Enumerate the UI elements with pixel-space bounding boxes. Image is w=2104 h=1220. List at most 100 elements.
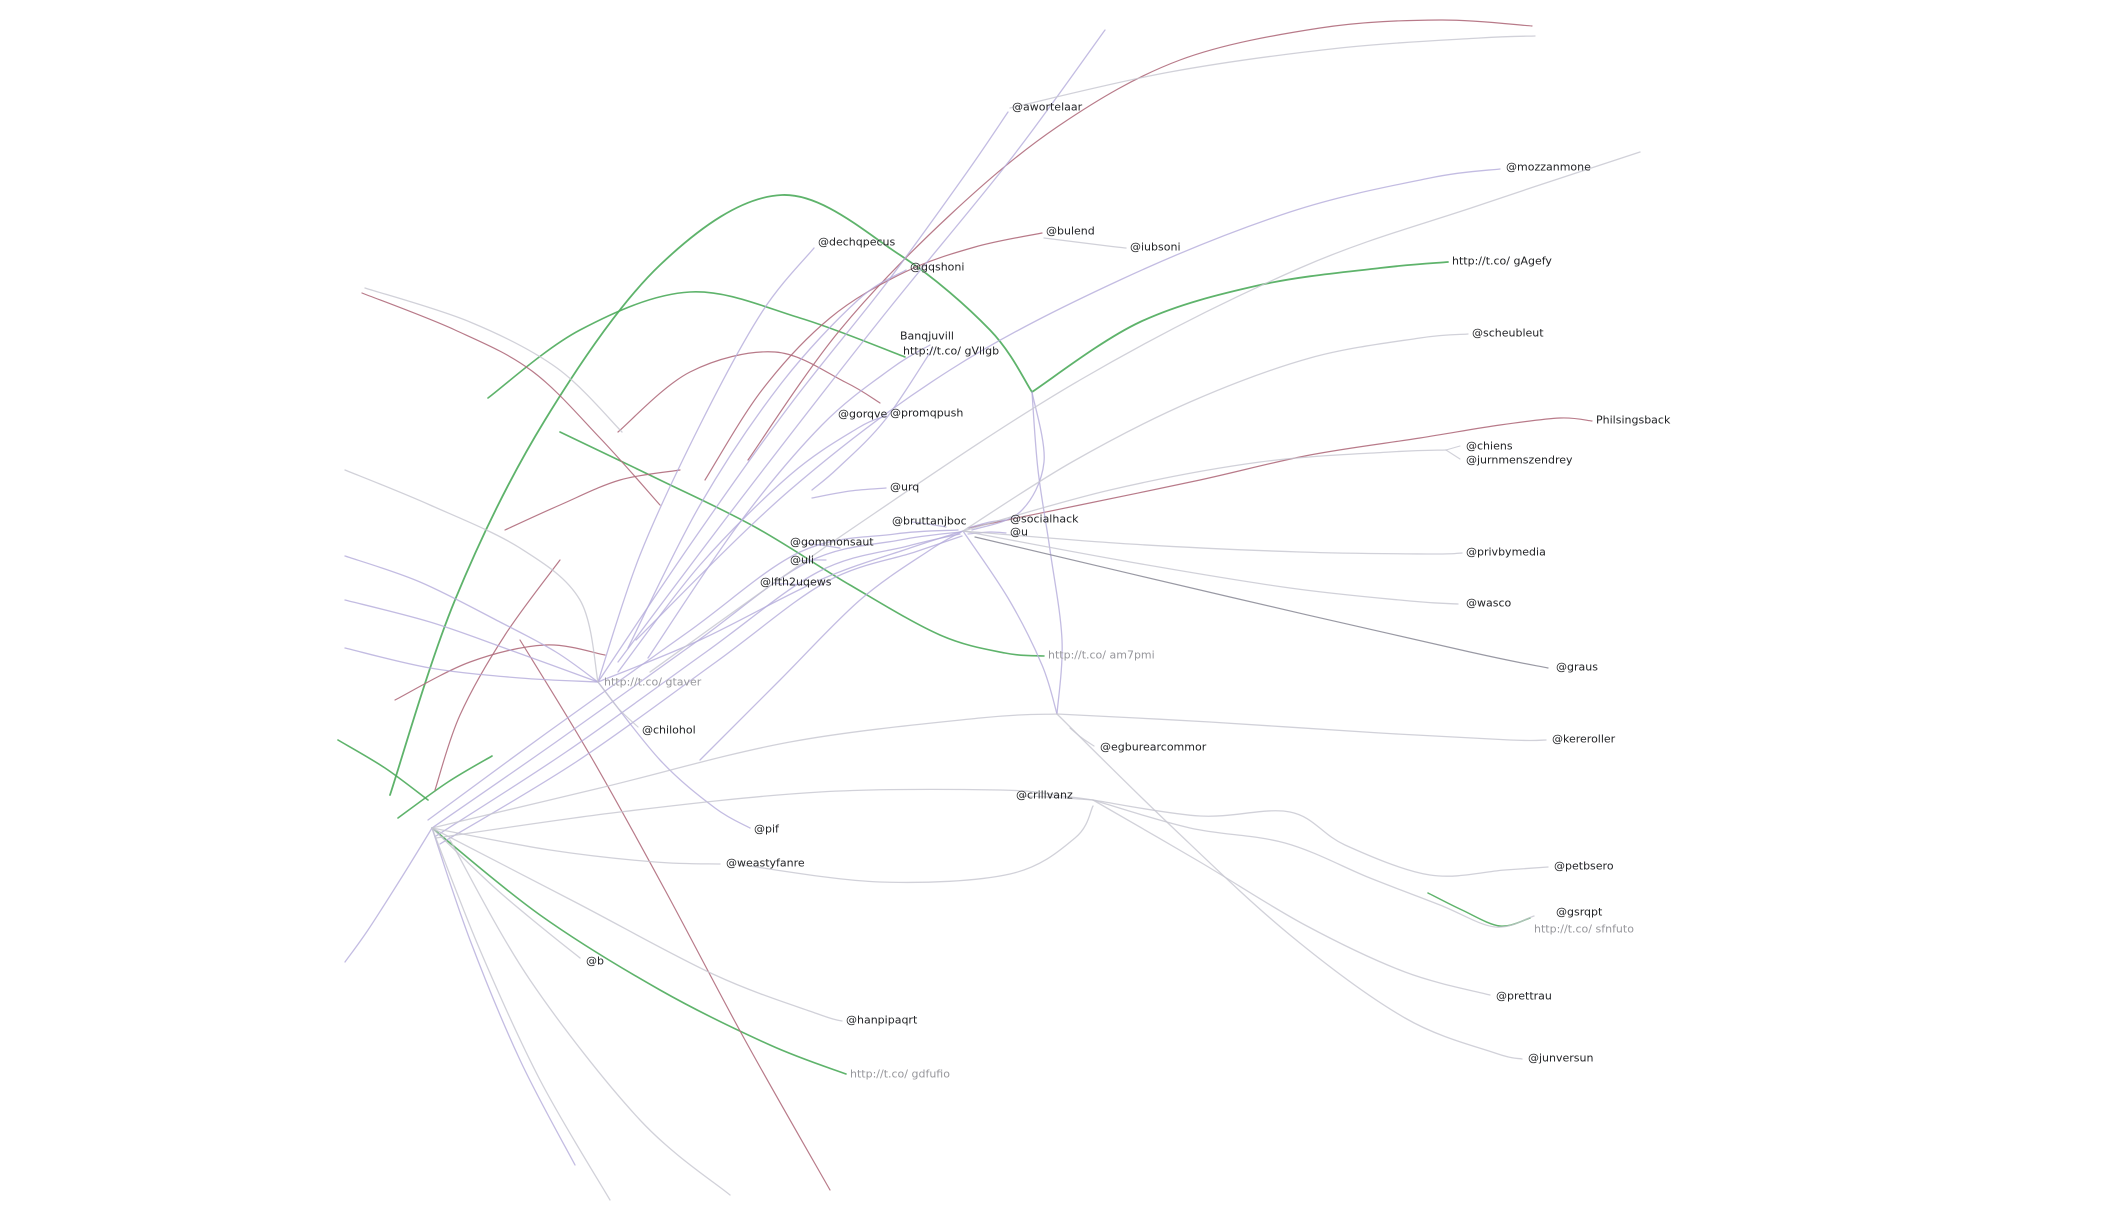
- graph-edge-green: [389, 194, 1033, 796]
- graph-edge-lavender: [597, 247, 815, 683]
- node-label-prettrau[interactable]: @prettrau: [1496, 989, 1552, 1003]
- graph-edge-gray: [962, 449, 1447, 532]
- graph-edge-lavender: [811, 347, 934, 491]
- graph-edge-gray: [1445, 445, 1461, 451]
- graph-edge-green: [397, 755, 493, 819]
- node-label-b[interactable]: @b: [586, 954, 604, 968]
- graph-edge-gray: [1069, 727, 1095, 747]
- node-label-gqshoni[interactable]: @gqshoni: [910, 260, 965, 274]
- graph-edge-lavender: [799, 559, 827, 562]
- graph-edge-green: [487, 291, 906, 399]
- node-label-wasco[interactable]: @wasco: [1466, 596, 1512, 610]
- node-label-gorqve[interactable]: @gorqve: [838, 407, 888, 421]
- graph-edge-lavender: [805, 542, 841, 549]
- graph-edge-gray: [431, 827, 721, 865]
- graph-edge-red: [617, 351, 881, 433]
- graph-edge-lavender: [699, 530, 964, 761]
- graph-edge-gray: [431, 827, 843, 1022]
- graph-edge-gray: [1092, 799, 1491, 996]
- node-label-iubsoni[interactable]: @iubsoni: [1130, 240, 1181, 254]
- node-label-u[interactable]: @u: [1010, 525, 1028, 539]
- graph-edge-lavender: [627, 269, 907, 649]
- graph-edge-lavender: [435, 533, 961, 837]
- node-label-philsingsback[interactable]: Philsingsback: [1596, 413, 1671, 427]
- node-label-promqpush[interactable]: @promqpush: [890, 406, 964, 420]
- graph-edge-lavender: [344, 647, 599, 683]
- node-label-hanpipaqrt[interactable]: @hanpipaqrt: [846, 1013, 918, 1027]
- node-label-petbsero[interactable]: @petbsero: [1554, 859, 1614, 873]
- graph-edge-lavender: [617, 415, 887, 673]
- graph-edge-green: [431, 827, 847, 1075]
- node-label-http-gtaver[interactable]: http://t.co/ gtaver: [604, 675, 702, 689]
- node-label-chilohol[interactable]: @chilohol: [642, 723, 696, 737]
- node-label-crillvanz[interactable]: @crillvanz: [1016, 788, 1073, 802]
- node-label-lfth2uqews[interactable]: @lfth2uqews: [760, 575, 832, 589]
- graph-edge-green: [1427, 892, 1531, 927]
- graph-edge-lavender: [344, 827, 433, 963]
- node-label-pif[interactable]: @pif: [754, 822, 779, 836]
- graph-edge-gray: [1092, 799, 1535, 928]
- node-label-banq-http[interactable]: http://t.co/ gVllgb: [903, 344, 1000, 358]
- graph-edge-lavender: [597, 111, 1009, 683]
- graph-edge-red: [434, 559, 561, 791]
- graph-edge-red: [967, 417, 1593, 529]
- node-label-kereroller[interactable]: @kereroller: [1552, 732, 1616, 746]
- graph-edge-lavender: [597, 530, 964, 683]
- graph-edge-lavender: [771, 582, 807, 586]
- node-label-jurnmens[interactable]: @jurnmenszendrey: [1466, 453, 1573, 467]
- graph-edge-gray: [449, 839, 731, 1196]
- node-label-egburearcommor[interactable]: @egburearcommor: [1100, 740, 1207, 754]
- node-label-graus[interactable]: @graus: [1556, 660, 1598, 674]
- node-label-junversun[interactable]: @junversun: [1528, 1051, 1594, 1065]
- graph-edge-gray: [962, 333, 1469, 532]
- node-label-chiens[interactable]: @chiens: [1466, 439, 1513, 453]
- node-label-gommonsaut[interactable]: @gommonsaut: [790, 535, 874, 549]
- graph-edge-lavender: [617, 29, 1106, 663]
- node-label-weastyfanre[interactable]: @weastyfanre: [726, 856, 805, 870]
- node-label-http-am7pmi[interactable]: http://t.co/ am7pmi: [1048, 648, 1155, 662]
- node-label-bulend[interactable]: @bulend: [1046, 224, 1095, 238]
- graph-edge-gray: [1009, 35, 1536, 109]
- graph-edge-red: [519, 639, 831, 1191]
- graph-edge-gray: [1445, 449, 1461, 460]
- graph-edge-red: [747, 19, 1533, 461]
- graph-edge-gray: [431, 827, 611, 1201]
- node-label-http-gdfufio[interactable]: http://t.co/ gdfufio: [850, 1067, 950, 1081]
- graph-edge-lavender: [911, 521, 947, 528]
- graph-edge-darkgray: [974, 536, 1549, 669]
- node-label-gsrqpt[interactable]: @gsrqpt: [1556, 905, 1603, 919]
- graph-edge-gray: [1021, 795, 1094, 801]
- graph-edge-gray: [364, 287, 623, 433]
- node-label-mozzanmone[interactable]: @mozzanmone: [1506, 160, 1591, 174]
- graph-edge-green: [559, 431, 1045, 657]
- graph-edge-lavender: [647, 344, 931, 659]
- node-label-urq[interactable]: @urq: [890, 480, 920, 494]
- node-label-awortelaar[interactable]: @awortelaar: [1012, 100, 1083, 114]
- node-label-bruttanjboc[interactable]: @bruttanjboc: [892, 514, 967, 528]
- graph-edge-lavender: [811, 487, 887, 499]
- graph-edge-gray: [435, 788, 1094, 839]
- node-label-privbymedia[interactable]: @privbymedia: [1466, 545, 1546, 559]
- node-label-uli[interactable]: @uli: [790, 553, 815, 567]
- graph-edge-gray: [649, 151, 1641, 673]
- node-label-http-sfnfuto[interactable]: http://t.co/ sfnfuto: [1534, 922, 1634, 936]
- graph-edge-gray: [1043, 237, 1127, 249]
- graph-edge-lavender: [431, 827, 576, 1166]
- graph-edge-gray: [1056, 713, 1523, 1060]
- graph-edge-gray: [962, 530, 1459, 605]
- graph-edge-lavender: [635, 168, 1501, 641]
- graph-edge-lavender: [967, 519, 1007, 529]
- node-label-banqjuvill[interactable]: Banqjuvill: [900, 329, 954, 343]
- graph-edge-lavender: [439, 535, 963, 845]
- graph-edge-red: [504, 469, 681, 531]
- graph-edge-gray: [344, 469, 599, 683]
- node-label-dechqpecus[interactable]: @dechqpecus: [818, 235, 896, 249]
- graph-edge-gray: [741, 805, 1094, 884]
- graph-edge-gray: [431, 713, 1058, 829]
- node-label-scheubleut[interactable]: @scheubleut: [1472, 326, 1544, 340]
- node-label-http-gagefy[interactable]: http://t.co/ gAgefy: [1452, 254, 1552, 268]
- node-label-socialhack[interactable]: @socialhack: [1010, 512, 1079, 526]
- graph-edge-lavender: [344, 599, 599, 683]
